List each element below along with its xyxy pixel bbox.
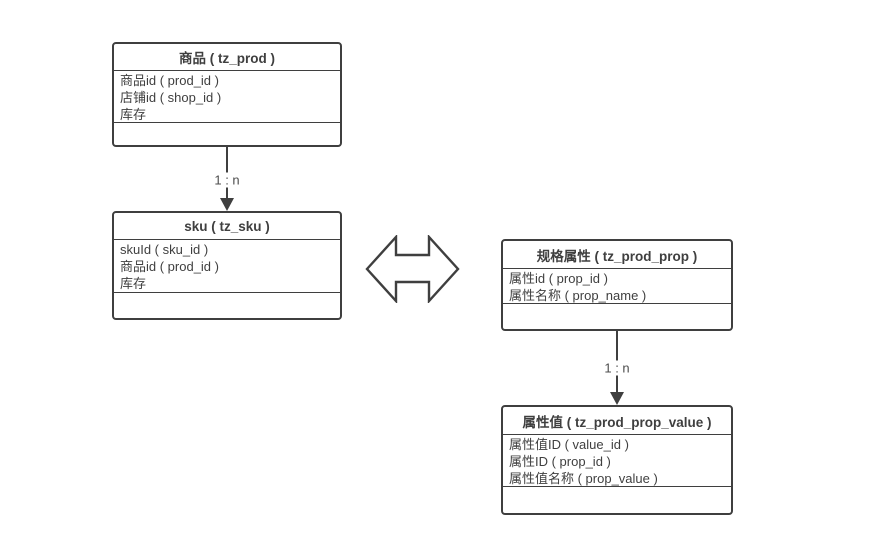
entity-sku-title: sku ( tz_sku ) [114,213,340,240]
entity-prop-value: 属性值 ( tz_prod_prop_value ) 属性值ID ( value… [501,405,733,515]
entity-row: 库存 [120,276,147,291]
entity-row: 属性id ( prop_id ) [509,271,608,286]
connector-prod-sku-label: 1 : n [211,172,243,188]
entity-prop-value-empty-section [503,487,731,513]
entity-sku-fields: skuId ( sku_id ) 商品id ( prod_id ) 库存 [114,240,340,293]
entity-prop-value-fields: 属性值ID ( value_id ) 属性ID ( prop_id ) 属性值名… [503,435,731,487]
entity-row: 店铺id ( shop_id ) [120,90,222,105]
entity-prod-title: 商品 ( tz_prod ) [114,44,340,71]
entity-row: 商品id ( prod_id ) [120,73,219,88]
entity-row: 属性值名称 ( prop_value ) [509,471,658,486]
entity-sku-empty-section [114,293,340,318]
entity-row: skuId ( sku_id ) [120,242,209,257]
entity-row: 属性值ID ( value_id ) [509,437,629,452]
entity-prop: 规格属性 ( tz_prod_prop ) 属性id ( prop_id ) 属… [501,239,733,331]
double-horizontal-arrow-icon [365,235,460,303]
entity-row: 属性ID ( prop_id ) [509,454,611,469]
entity-row: 商品id ( prod_id ) [120,259,219,274]
down-arrowhead-icon [220,198,234,211]
entity-prop-empty-section [503,304,731,329]
entity-prod-fields: 商品id ( prod_id ) 店铺id ( shop_id ) 库存 [114,71,340,123]
entity-sku: sku ( tz_sku ) skuId ( sku_id ) 商品id ( p… [112,211,342,320]
entity-prop-value-title: 属性值 ( tz_prod_prop_value ) [503,407,731,435]
down-arrowhead-icon [610,392,624,405]
entity-prod: 商品 ( tz_prod ) 商品id ( prod_id ) 店铺id ( s… [112,42,342,147]
entity-row: 库存 [120,107,147,122]
entity-prop-fields: 属性id ( prop_id ) 属性名称 ( prop_name ) [503,269,731,304]
entity-prod-empty-section [114,123,340,145]
entity-prop-title: 规格属性 ( tz_prod_prop ) [503,241,731,269]
entity-row: 属性名称 ( prop_name ) [509,288,647,303]
connector-prop-propvalue-label: 1 : n [601,360,633,376]
